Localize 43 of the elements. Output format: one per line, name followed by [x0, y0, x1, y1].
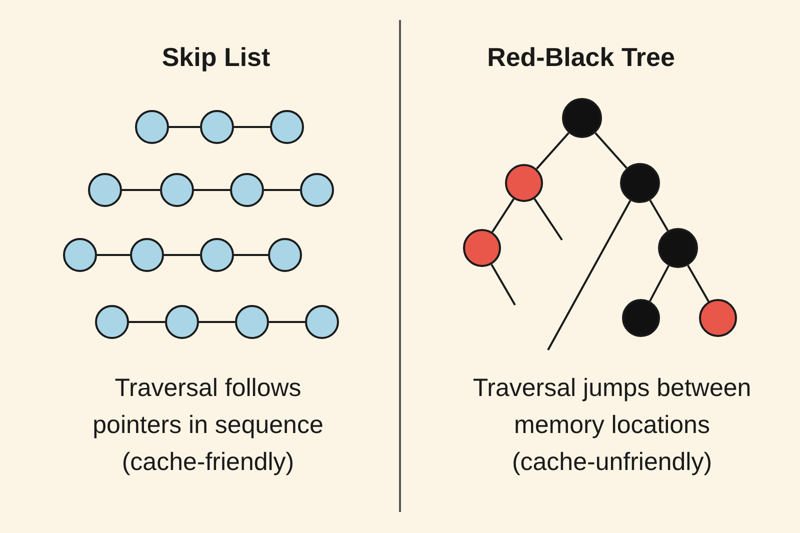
connector-line [169, 126, 200, 128]
list-node-circle [230, 173, 264, 207]
tree-node-circle [699, 299, 737, 337]
list-node-circle [95, 305, 129, 339]
connector-line [687, 264, 710, 302]
connector-line [97, 254, 130, 256]
tree-node-circle [463, 229, 501, 267]
connector-line [264, 189, 300, 191]
panel-heading: Red-Black Tree [486, 42, 676, 73]
list-node-circle [88, 173, 122, 207]
connector-line [491, 198, 515, 233]
list-node-circle [160, 173, 194, 207]
list-node-circle [130, 238, 164, 272]
list-node-circle [135, 110, 169, 144]
tree-node-circle [620, 163, 660, 203]
caption-text: Traversal jumps between memory locations (cache-unfriendly) [472, 373, 752, 478]
tree-node-circle [562, 98, 602, 138]
connector-line [164, 254, 200, 256]
list-node-circle [268, 238, 302, 272]
list-node-circle [200, 110, 234, 144]
connector-line [234, 126, 270, 128]
list-node-circle [305, 305, 339, 339]
connector-line [536, 132, 570, 170]
list-node-circle [63, 238, 97, 272]
list-node-circle [200, 238, 234, 272]
caption-text: Traversal follows pointers in sequence (cache-friendly) [92, 373, 324, 478]
tree-node-circle [622, 299, 660, 337]
list-node-circle [165, 305, 199, 339]
connector-line [649, 265, 670, 302]
connector-line [122, 189, 160, 191]
connector-line [129, 321, 165, 323]
list-node-circle [270, 110, 304, 144]
connector-line [194, 189, 230, 191]
connector-line [234, 254, 268, 256]
tree-node-circle [658, 228, 698, 268]
connector-line [649, 200, 669, 232]
tree-node-circle [505, 164, 543, 202]
connector-line [594, 132, 628, 169]
panel-heading: Skip List [160, 42, 272, 73]
connector-line [269, 321, 305, 323]
list-node-circle [235, 305, 269, 339]
connector-line [199, 321, 235, 323]
list-node-circle [300, 173, 334, 207]
